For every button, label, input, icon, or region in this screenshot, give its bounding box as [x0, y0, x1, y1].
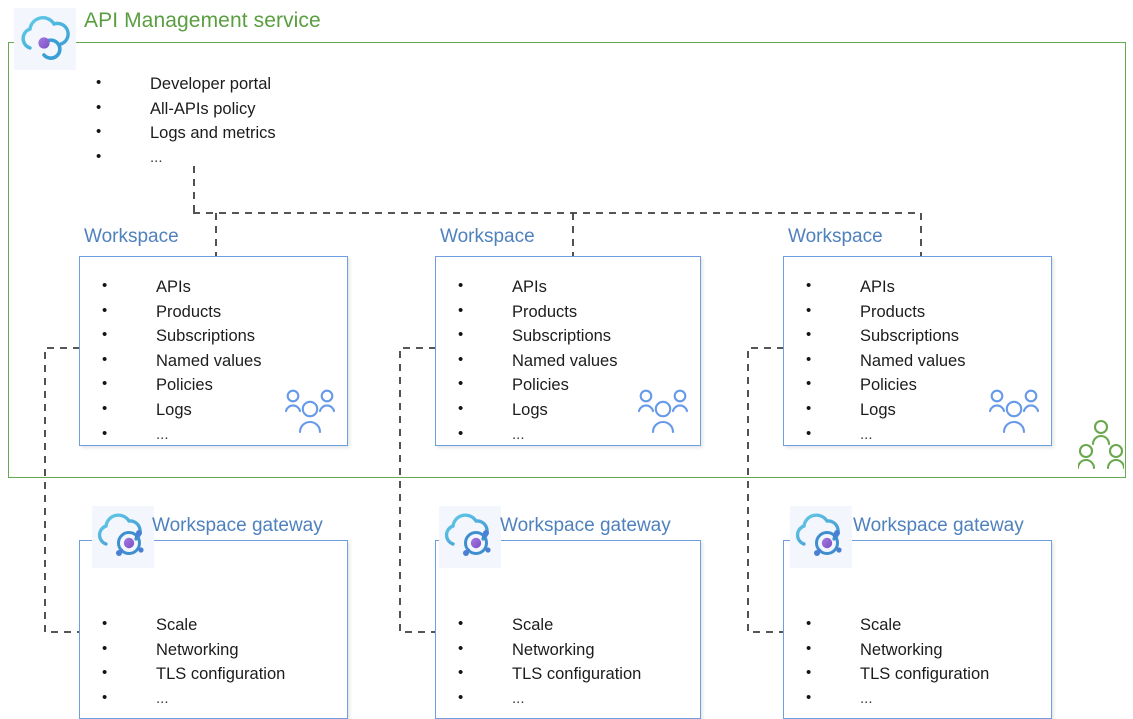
list-item: ...	[806, 686, 989, 712]
list-item: Networking	[102, 637, 285, 663]
workspace-3-people-group-icon	[987, 388, 1041, 439]
workspace-2-label: Workspace	[440, 226, 535, 247]
workspace-gateway-3-feature-list: Scale Networking TLS configuration ...	[806, 612, 989, 712]
list-item: Named values	[806, 348, 965, 374]
list-item: Products	[806, 299, 965, 325]
workspace-gateway-3-box: Scale Networking TLS configuration ...	[783, 540, 1052, 719]
list-item: ...	[96, 145, 276, 171]
workspace-1-people-group-icon	[283, 388, 337, 439]
list-item: ...	[806, 422, 965, 448]
list-item: Policies	[806, 372, 965, 398]
workspace-1-box: APIs Products Subscriptions Named values…	[79, 256, 348, 446]
workspace-gateway-cloud-icon	[97, 513, 144, 556]
list-item: Policies	[458, 372, 617, 398]
list-item: Subscriptions	[102, 323, 261, 349]
list-item: Subscriptions	[458, 323, 617, 349]
list-item: Named values	[458, 348, 617, 374]
list-item: ...	[102, 422, 261, 448]
workspace-2-people-group-icon	[636, 388, 690, 439]
workspace-gateway-1-label: Workspace gateway	[152, 515, 323, 536]
list-item: All-APIs policy	[96, 96, 276, 122]
list-item: Logs and metrics	[96, 120, 276, 146]
workspace-gateway-2-label: Workspace gateway	[500, 515, 671, 536]
apim-service-container	[8, 42, 1126, 478]
workspace-gateway-cloud-icon	[444, 513, 491, 556]
list-item: Logs	[458, 397, 617, 423]
list-item: Scale	[458, 612, 641, 638]
workspace-gateway-2-box: Scale Networking TLS configuration ...	[435, 540, 701, 719]
apim-icon-panel	[14, 8, 76, 70]
list-item: ...	[102, 686, 285, 712]
people-group-green-icon	[1076, 418, 1126, 479]
workspace-3-label: Workspace	[788, 226, 883, 247]
workspace-1-label: Workspace	[84, 226, 179, 247]
workspace-gateway-1-icon-panel	[92, 506, 154, 568]
workspace-3-box: APIs Products Subscriptions Named values…	[783, 256, 1052, 446]
list-item: APIs	[806, 274, 965, 300]
list-item: Products	[102, 299, 261, 325]
workspace-gateway-3-label: Workspace gateway	[853, 515, 1024, 536]
list-item: Named values	[102, 348, 261, 374]
list-item: Scale	[102, 612, 285, 638]
workspace-gateway-1-feature-list: Scale Networking TLS configuration ...	[102, 612, 285, 712]
workspace-2-feature-list: APIs Products Subscriptions Named values…	[458, 274, 617, 448]
list-item: Subscriptions	[806, 323, 965, 349]
workspace-1-feature-list: APIs Products Subscriptions Named values…	[102, 274, 261, 448]
list-item: TLS configuration	[458, 661, 641, 687]
list-item: Logs	[806, 397, 965, 423]
apim-feature-list: Developer portal All-APIs policy Logs an…	[96, 71, 276, 171]
list-item: ...	[458, 422, 617, 448]
list-item: Networking	[806, 637, 989, 663]
list-item: Policies	[102, 372, 261, 398]
list-item: TLS configuration	[806, 661, 989, 687]
list-item: Scale	[806, 612, 989, 638]
workspace-gateway-cloud-icon	[795, 513, 842, 556]
workspace-gateway-3-icon-panel	[790, 506, 852, 568]
list-item: Products	[458, 299, 617, 325]
apim-cloud-icon	[21, 16, 70, 60]
list-item: Logs	[102, 397, 261, 423]
list-item: TLS configuration	[102, 661, 285, 687]
workspace-2-box: APIs Products Subscriptions Named values…	[435, 256, 701, 446]
workspace-gateway-1-box: Scale Networking TLS configuration ...	[79, 540, 348, 719]
workspace-gateway-2-feature-list: Scale Networking TLS configuration ...	[458, 612, 641, 712]
apim-service-title: API Management service	[84, 9, 321, 32]
list-item: APIs	[102, 274, 261, 300]
list-item: Developer portal	[96, 71, 276, 97]
workspace-3-feature-list: APIs Products Subscriptions Named values…	[806, 274, 965, 448]
workspace-gateway-2-icon-panel	[439, 506, 501, 568]
list-item: ...	[458, 686, 641, 712]
list-item: Networking	[458, 637, 641, 663]
list-item: APIs	[458, 274, 617, 300]
